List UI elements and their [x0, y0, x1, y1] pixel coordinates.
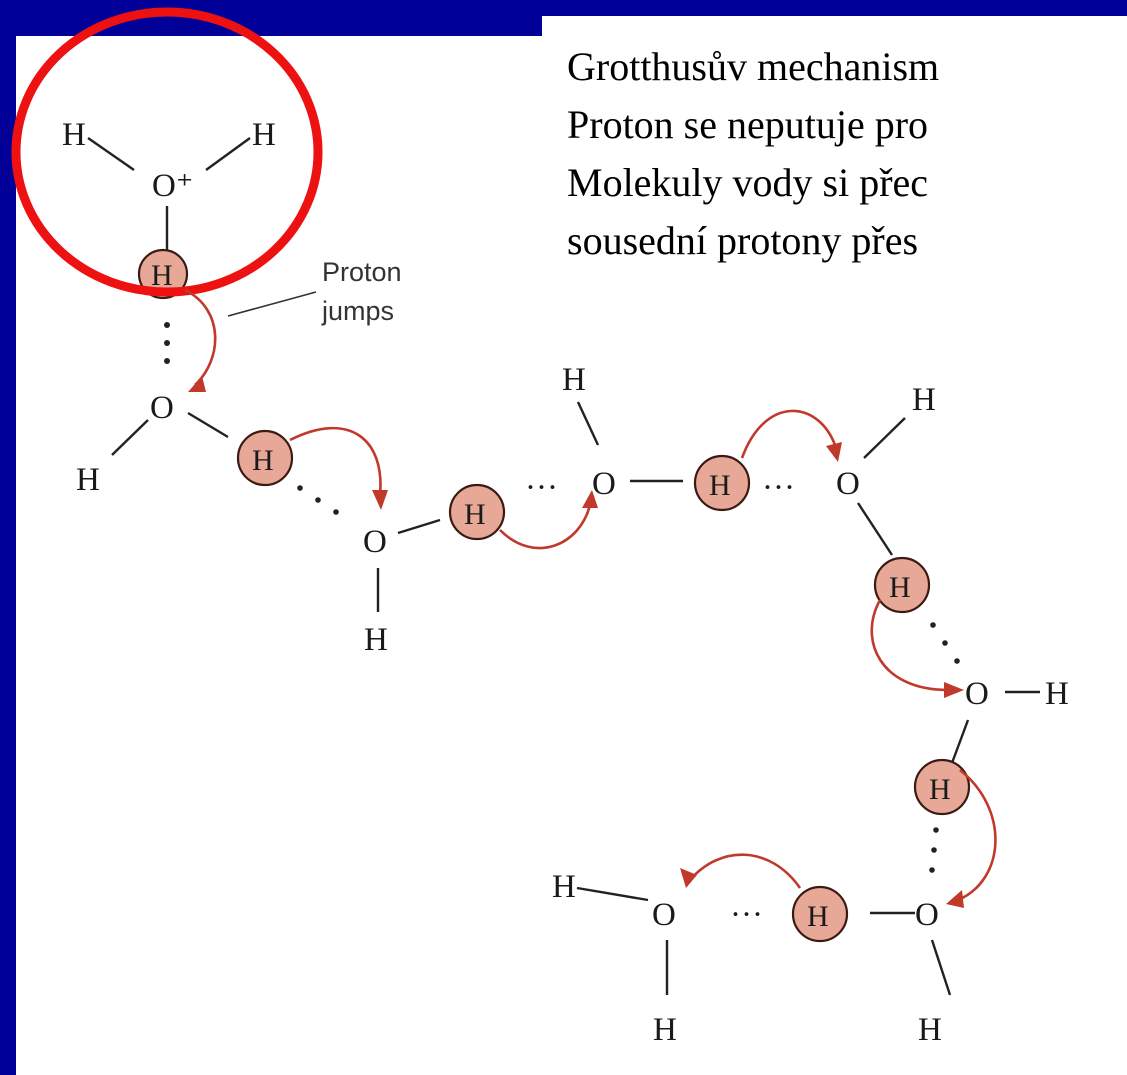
arrowhead	[680, 868, 697, 888]
bond	[576, 401, 600, 446]
bond	[205, 137, 251, 171]
jump-arrow	[870, 599, 949, 692]
atom-o: O	[965, 676, 989, 712]
hbond-dots	[297, 485, 339, 515]
water-molecule: O H H	[791, 885, 952, 1048]
water-molecule: H O H	[552, 869, 677, 1048]
arrowhead	[944, 682, 964, 698]
bond	[397, 518, 441, 535]
arrowhead	[372, 490, 388, 510]
atom-h: H	[653, 1012, 677, 1048]
caption-line-3: Molekuly vody si přec	[567, 160, 928, 205]
bond	[950, 719, 970, 764]
jump-arrow	[740, 409, 837, 459]
atom-o: O	[150, 390, 174, 426]
water-molecule: H O H	[562, 362, 751, 512]
bond	[111, 419, 149, 456]
arrowhead	[188, 376, 206, 392]
atom-h: H	[889, 571, 911, 604]
proton-circle	[873, 556, 931, 614]
jump-arrow	[957, 768, 997, 902]
proton-circle	[137, 248, 189, 300]
hbond-dots-text: ···	[730, 897, 763, 933]
leader-line	[227, 291, 317, 317]
hbond-dots	[930, 622, 960, 664]
atom-h: H	[252, 117, 276, 153]
atom-o: O	[363, 524, 387, 560]
atom-o: O	[915, 897, 939, 933]
proton-circle	[448, 483, 506, 541]
water-molecule: H O H	[836, 382, 936, 614]
water-molecule: O H H	[76, 390, 294, 498]
atom-h: H	[464, 498, 486, 531]
water-molecule: O H H	[363, 483, 506, 658]
caption-line-4: sousední protony přes	[567, 218, 918, 263]
atom-h: H	[364, 622, 388, 658]
caption-line-1: Grotthusův mechanism	[567, 44, 939, 89]
proton-circle	[913, 758, 971, 816]
slide-panel	[16, 16, 1127, 1075]
atom-o: O	[836, 466, 860, 502]
atom-h: H	[252, 444, 274, 477]
highlight-circle	[11, 7, 323, 297]
atom-h: H	[912, 382, 936, 418]
proton-circle	[236, 429, 294, 487]
top-band	[16, 0, 542, 36]
atom-o-plus: O⁺	[152, 168, 193, 204]
bond	[576, 886, 649, 902]
bond	[863, 417, 906, 459]
atom-h: H	[918, 1012, 942, 1048]
hbond-dots	[929, 827, 939, 873]
atom-o: O	[592, 466, 616, 502]
arrowhead	[946, 890, 964, 908]
water-molecule: O H H	[913, 676, 1069, 816]
proton-circle	[693, 454, 751, 512]
hbond-dots-text: ···	[525, 470, 558, 506]
caption: Grotthusův mechanism Proton se neputuje …	[567, 44, 939, 263]
caption-line-2: Proton se neputuje pro	[567, 102, 928, 147]
atom-h: H	[929, 773, 951, 806]
label-proton: Proton	[322, 257, 402, 287]
hydronium-ion: H H O⁺ H	[62, 117, 276, 300]
proton-circle	[791, 885, 849, 943]
arrowhead	[582, 490, 598, 508]
atom-h: H	[76, 462, 100, 498]
jump-arrow	[689, 853, 802, 889]
hbond-dots	[164, 322, 170, 364]
atom-h: H	[709, 469, 731, 502]
jump-arrow	[184, 288, 217, 386]
bond	[930, 939, 952, 996]
bond	[856, 502, 894, 556]
atom-h: H	[552, 869, 576, 905]
jump-arrow	[289, 427, 382, 496]
label-jumps: jumps	[321, 296, 394, 326]
bond	[87, 137, 135, 171]
jump-arrow	[499, 504, 592, 550]
atom-h: H	[1045, 676, 1069, 712]
atom-h: H	[62, 117, 86, 153]
arrowhead	[826, 442, 842, 462]
bond	[187, 411, 229, 439]
atom-o: O	[652, 897, 676, 933]
atom-h: H	[562, 362, 586, 398]
hbond-dots-text: ···	[762, 470, 795, 506]
proton-jumps-label: Proton jumps	[227, 257, 402, 326]
atom-h: H	[151, 259, 173, 292]
atom-h: H	[807, 900, 829, 933]
